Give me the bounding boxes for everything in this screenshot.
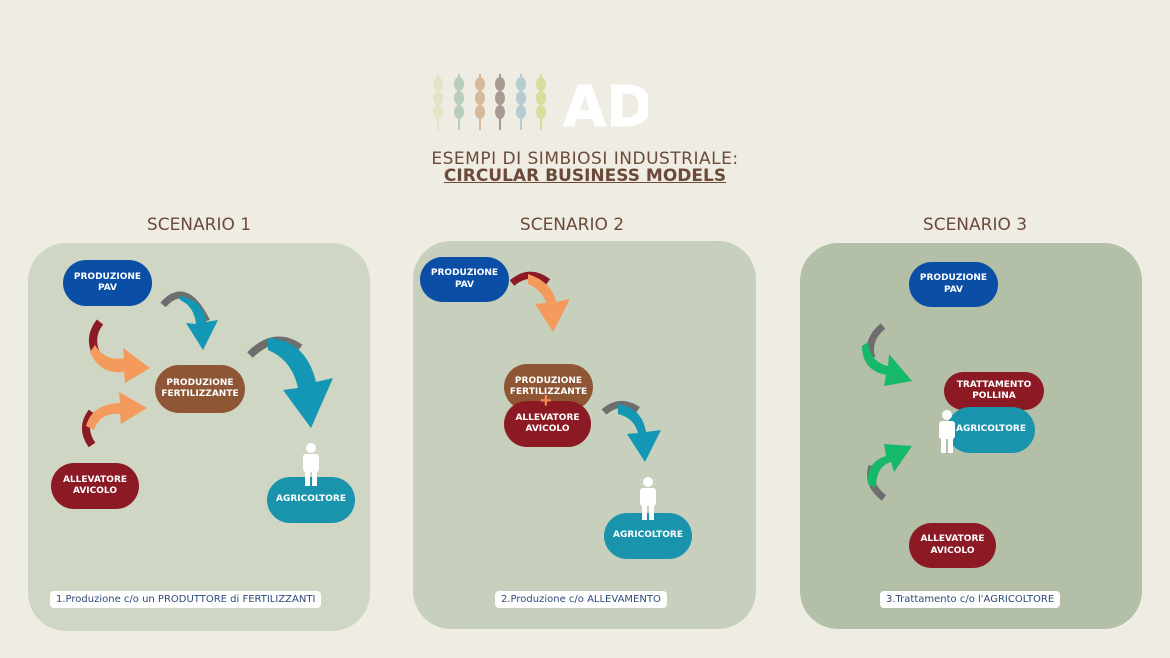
- person-icon: [640, 477, 656, 520]
- scenario-3-caption: 3.Trattamento c/o l'AGRICOLTORE: [880, 591, 1061, 608]
- node-label: PRODUZIONE PAV: [919, 273, 988, 295]
- plus-sign: +: [540, 390, 552, 412]
- node-label: ALLEVATORE AVICOLO: [62, 474, 128, 496]
- page-subtitle: CIRCULAR BUSINESS MODELS: [443, 166, 727, 186]
- wheat-stalks-icon: [433, 74, 546, 130]
- arrow-fertilizzante-to-agricoltore-2: [601, 401, 661, 462]
- arrow-allevatore-to-fertilizzante-lower: [82, 392, 147, 448]
- node-label: AGRICOLTORE: [955, 424, 1026, 435]
- node-label: AGRICOLTORE: [612, 530, 683, 541]
- node-produzione-pav-3: PRODUZIONE PAV: [909, 262, 998, 307]
- arrow-allevatore-to-trattamento-3: [867, 444, 912, 501]
- scenario-2-title: SCENARIO 2: [519, 215, 625, 235]
- node-label: PRODUZIONE PAV: [430, 268, 499, 290]
- arrow-allevatore-to-fertilizzante-upper: [89, 319, 150, 383]
- logo-text: ADA: [563, 75, 648, 140]
- node-produzione-pav-1: PRODUZIONE PAV: [63, 260, 152, 306]
- scenario-2-caption: 2.Produzione c/o ALLEVAMENTO: [495, 591, 667, 608]
- node-agricoltore-1: AGRICOLTORE: [267, 477, 355, 523]
- node-label: AGRICOLTORE: [275, 494, 346, 505]
- page-title: ESEMPI DI SIMBIOSI INDUSTRIALE:: [431, 149, 739, 169]
- scenario-1-caption: 1.Produzione c/o un PRODUTTORE di FERTIL…: [50, 591, 322, 608]
- arrow-pav-to-fertilizzante-1: [160, 291, 218, 350]
- node-label: PRODUZIONE FERTILIZZANTE: [509, 375, 588, 397]
- node-label: ALLEVATORE AVICOLO: [515, 412, 580, 434]
- ada-logo: ADA: [433, 74, 648, 140]
- arrow-fertilizzante-to-agricoltore-1: [247, 336, 333, 428]
- person-icon: [303, 443, 319, 486]
- node-produzione-fertilizzante-1: PRODUZIONE FERTILIZZANTE: [155, 365, 245, 413]
- node-trattamento-pollina-3: TRATTAMENTO POLLINA: [944, 372, 1044, 410]
- scenario-3-title: SCENARIO 3: [922, 215, 1028, 235]
- node-produzione-pav-2: PRODUZIONE PAV: [420, 257, 509, 302]
- scenario-1-title: SCENARIO 1: [146, 215, 252, 235]
- arrow-pav-to-fertilizzante-2: [509, 271, 570, 332]
- node-label: PRODUZIONE PAV: [73, 271, 142, 293]
- node-label: TRATTAMENTO POLLINA: [956, 379, 1032, 401]
- node-allevatore-avicolo-1: ALLEVATORE AVICOLO: [51, 463, 139, 509]
- node-agricoltore-2: AGRICOLTORE: [604, 513, 692, 559]
- arrow-pav-to-trattamento-3: [862, 323, 912, 386]
- node-allevatore-avicolo-3: ALLEVATORE AVICOLO: [909, 523, 996, 568]
- person-icon: [939, 410, 955, 453]
- node-label: ALLEVATORE AVICOLO: [920, 534, 985, 556]
- node-label: PRODUZIONE FERTILIZZANTE: [161, 377, 239, 399]
- node-agricoltore-3: AGRICOLTORE: [947, 407, 1035, 453]
- node-allevatore-avicolo-2: ALLEVATORE AVICOLO: [504, 401, 591, 447]
